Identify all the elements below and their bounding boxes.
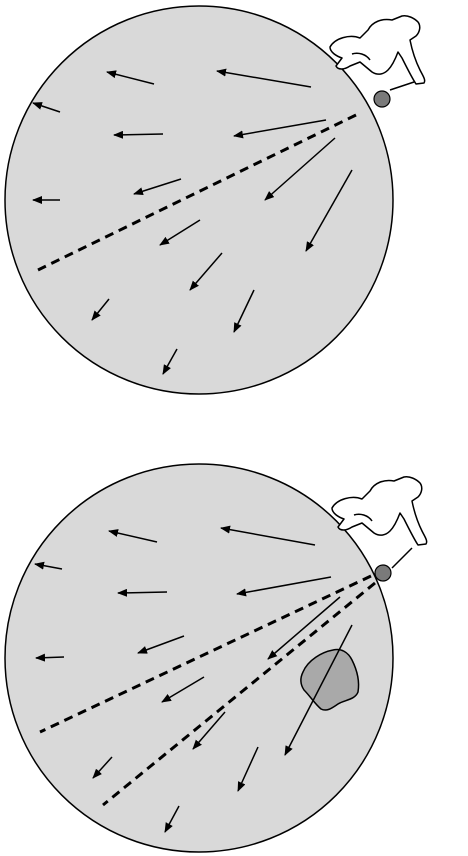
bottom-arrow bbox=[137, 635, 185, 654]
top-panel bbox=[4, 5, 426, 395]
bottom-arrow bbox=[108, 529, 158, 543]
bottom-ball bbox=[374, 564, 392, 582]
bottom-person-icon bbox=[331, 476, 428, 569]
top-arrow bbox=[233, 289, 255, 333]
bottom-arrow bbox=[267, 596, 341, 660]
top-disc bbox=[4, 5, 394, 395]
top-arrow bbox=[159, 219, 201, 246]
bottom-disc bbox=[4, 463, 394, 853]
top-arrow bbox=[216, 68, 312, 88]
top-arrow bbox=[32, 102, 61, 113]
bottom-arrow bbox=[236, 576, 332, 597]
bottom-arrow bbox=[284, 624, 353, 756]
top-arrow bbox=[113, 130, 164, 139]
bottom-arrow bbox=[34, 561, 63, 570]
bottom-arrow bbox=[192, 711, 226, 750]
bottom-arrow bbox=[220, 525, 316, 546]
top-arrow bbox=[133, 178, 182, 196]
top-arrow bbox=[106, 70, 155, 85]
bottom-dashed-boundary bbox=[39, 574, 372, 734]
top-arrow bbox=[264, 137, 336, 201]
bottom-arrow bbox=[92, 756, 113, 779]
top-arrow bbox=[305, 169, 353, 252]
top-arrow bbox=[91, 298, 110, 321]
bottom-arrow bbox=[161, 676, 205, 703]
bottom-arrow bbox=[117, 588, 168, 597]
bottom-panel bbox=[4, 463, 428, 853]
bottom-second-dashed-boundary bbox=[102, 581, 376, 807]
bottom-arrow bbox=[164, 805, 180, 833]
bottom-arrow bbox=[35, 653, 65, 662]
top-ball bbox=[373, 90, 391, 108]
top-arrow bbox=[162, 348, 178, 375]
top-person-icon bbox=[329, 15, 426, 91]
top-arrows bbox=[32, 68, 353, 375]
top-arrow bbox=[189, 252, 223, 291]
top-arrow bbox=[233, 119, 327, 139]
bottom-arrows bbox=[34, 525, 353, 833]
bottom-arrow bbox=[237, 746, 259, 792]
